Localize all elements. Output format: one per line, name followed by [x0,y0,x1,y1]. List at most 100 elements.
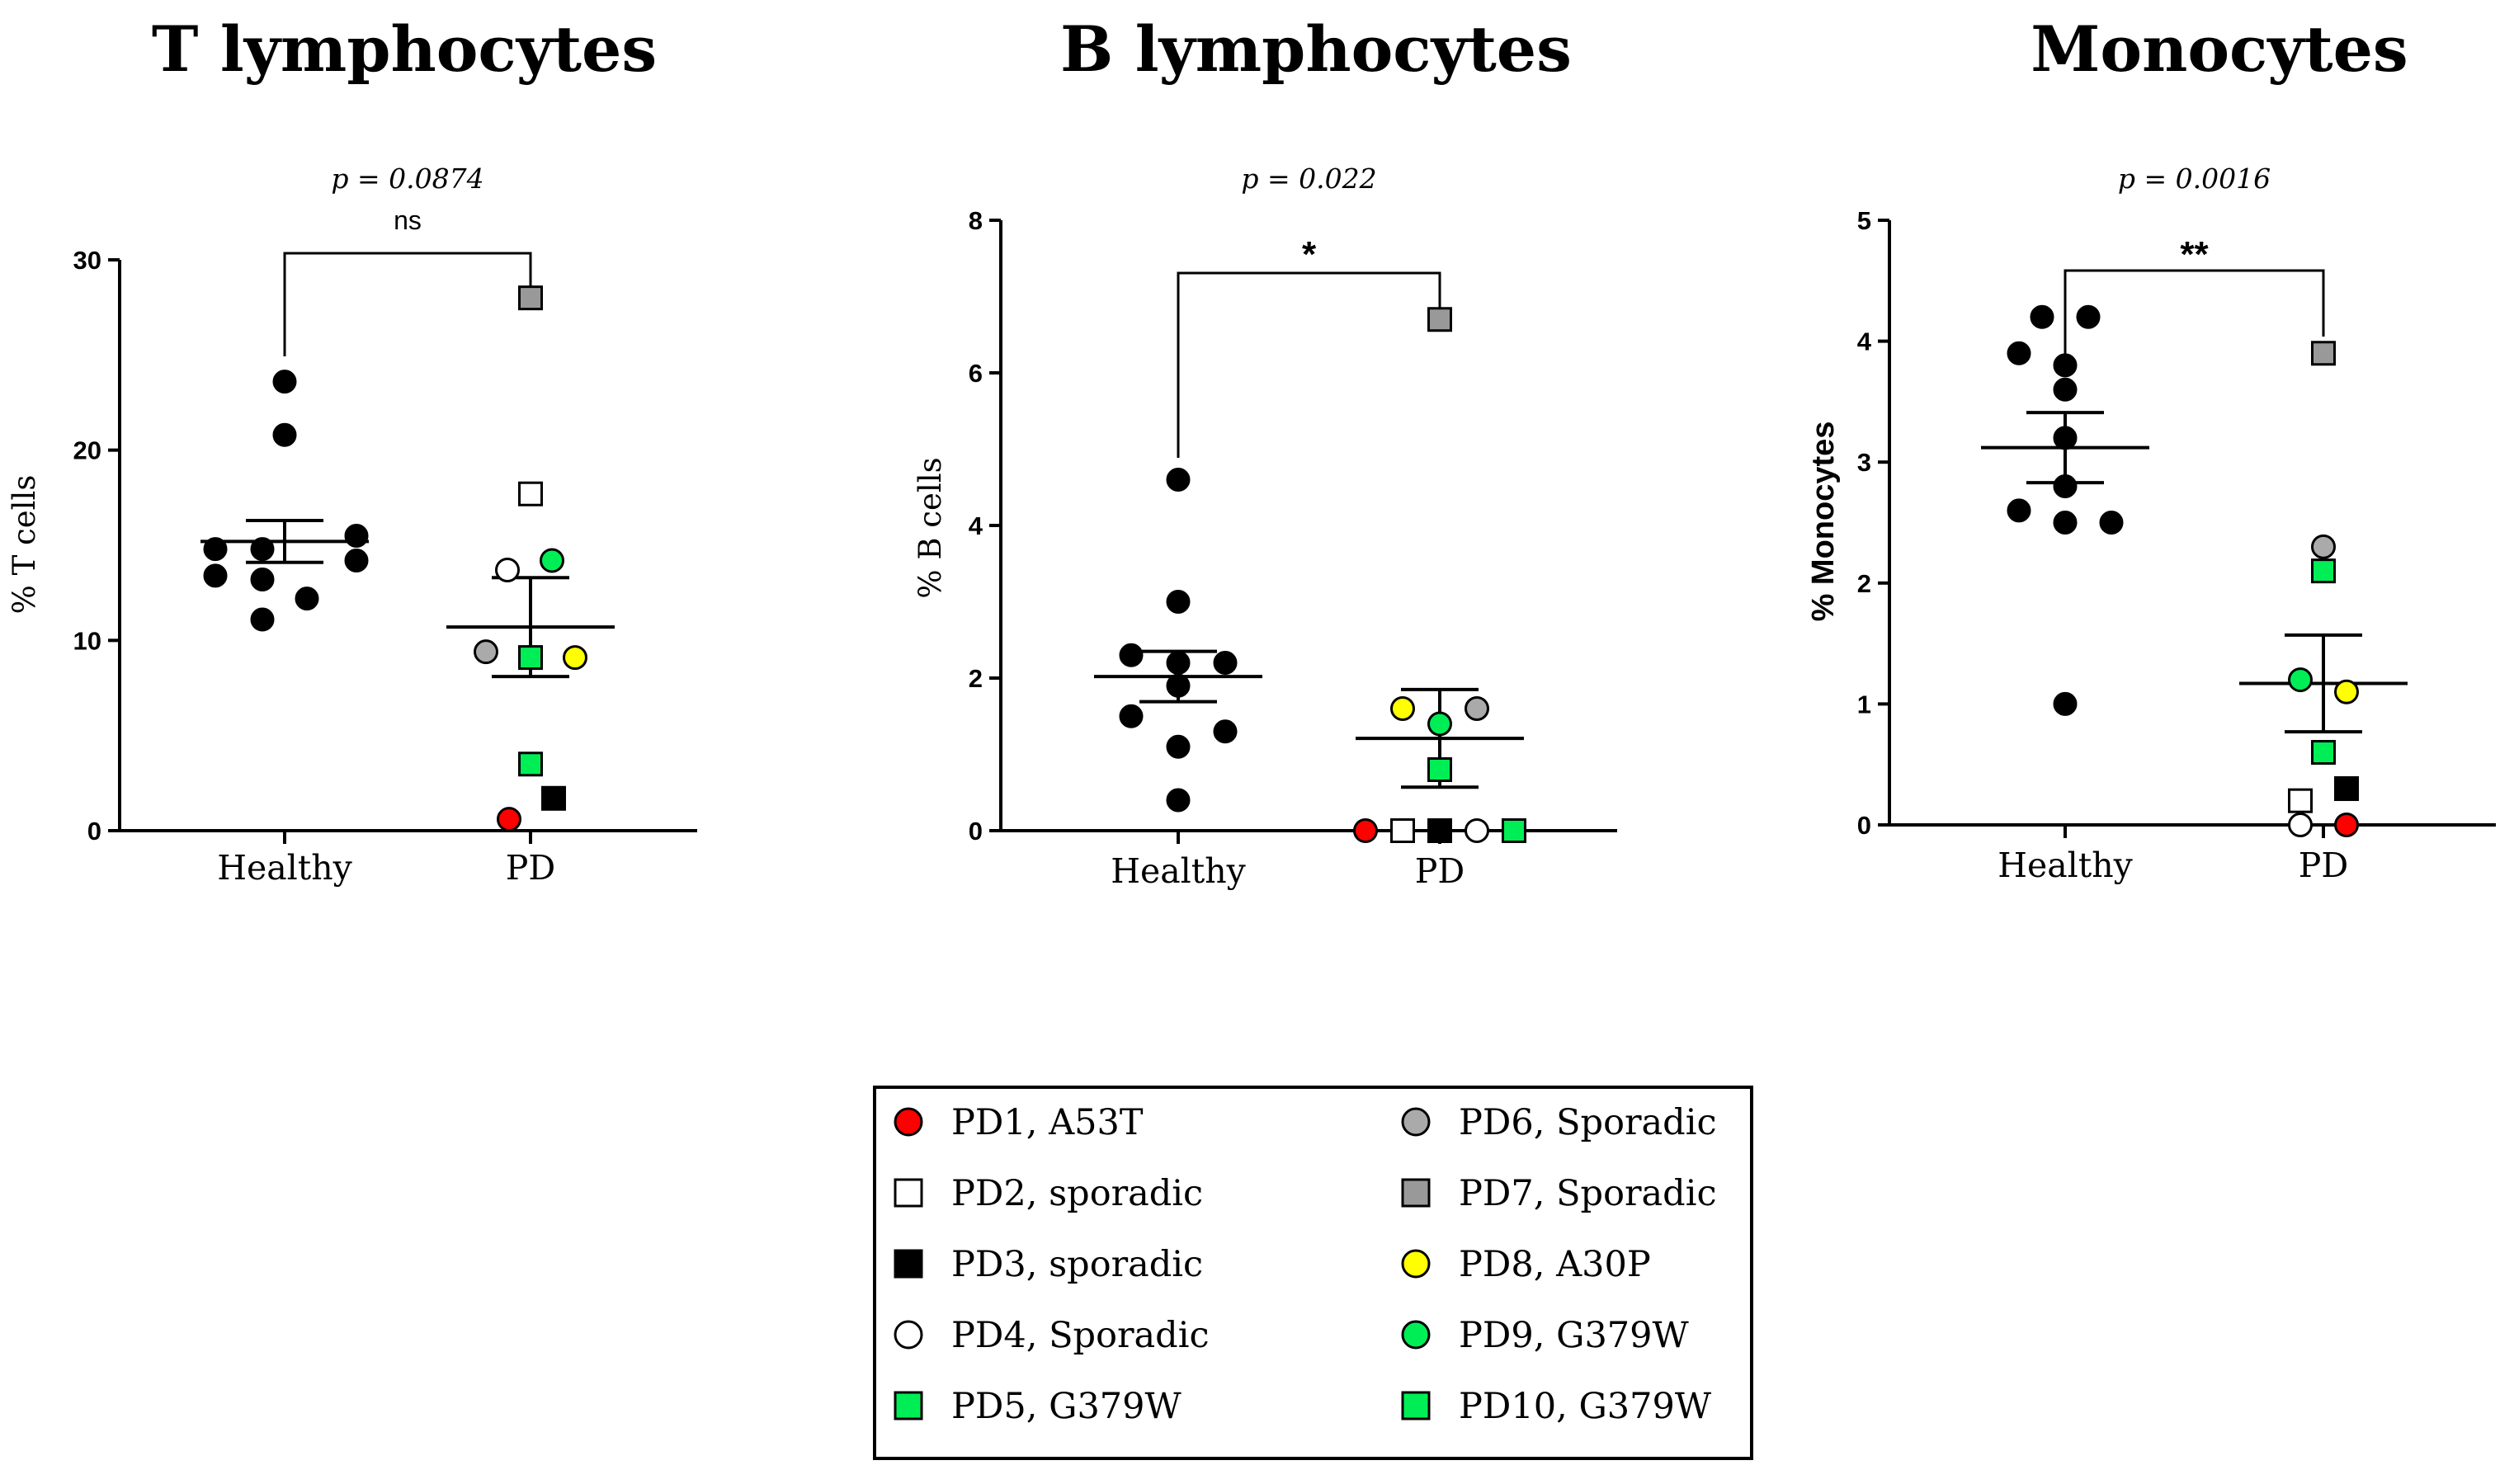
pd-point-pd5 [2311,740,2336,766]
significance-bracket [283,252,532,356]
y-tick-label: 4 [969,511,983,540]
pd-point-pd10 [518,645,543,671]
pd-point-pd3 [2334,776,2359,802]
p-value-label: p = 0.022 [1241,163,1376,195]
pd-point-pd7 [2311,341,2336,366]
panel-title: B lymphocytes [1060,12,1572,86]
significance-bracket [1177,271,1441,458]
pd-point-pd9 [2288,667,2313,693]
y-tick-label: 0 [969,817,983,846]
significance-label: ns [394,205,422,235]
pd-point-pd8 [1390,696,1415,721]
pd-point-pd9 [1427,711,1452,737]
pd-point-pd1 [497,807,521,832]
pd-point-pd6 [2311,534,2336,559]
legend-label-pd9: PD9, G379W [1459,1315,1690,1356]
pd-point-pd4 [2288,813,2313,837]
pd-point-pd6 [1465,696,1489,721]
healthy-point [344,548,369,572]
y-tick-label: 10 [73,626,101,655]
healthy-point [1213,719,1238,744]
y-tick-label: 1 [1857,690,1871,718]
pd-point-pd1 [2334,813,2359,837]
panel-title: Monocytes [2031,12,2408,86]
legend-marker-pd5 [894,1391,923,1420]
healthy-point [1119,704,1144,728]
legend-label-pd2: PD2, sporadic [951,1173,1203,1214]
pd-point-pd2 [2288,788,2313,813]
legend-marker-pd4 [894,1320,923,1350]
legend-label-pd5: PD5, G379W [951,1386,1182,1427]
y-tick-label: 20 [73,436,101,465]
healthy-point [1166,590,1191,614]
panel-title: T lymphocytes [152,12,657,86]
legend-marker-pd9 [1401,1320,1431,1350]
legend-label-pd8: PD8, A30P [1459,1244,1651,1285]
pd-point-pd8 [2334,679,2359,704]
y-tick-label: 0 [87,817,101,846]
healthy-point [1166,734,1191,759]
healthy-point [203,537,228,562]
healthy-point [344,523,369,548]
healthy-point [203,563,228,588]
y-tick-label: 8 [969,206,983,235]
legend-label-pd7: PD7, Sporadic [1459,1173,1717,1214]
legend-marker-pd3 [894,1249,923,1279]
significance-bracket [2064,269,2325,355]
y-tick-label: 30 [73,246,101,275]
pd-point-pd2 [518,481,543,506]
healthy-point [2053,426,2078,450]
healthy-point [1166,673,1191,698]
y-tick-label: 6 [969,359,983,388]
healthy-point [2053,691,2078,716]
pd-point-pd5 [1502,818,1526,843]
y-tick-label: 3 [1857,448,1871,477]
x-tick-label: PD [2299,846,2348,885]
y-tick-label: 4 [1857,327,1872,356]
healthy-point [250,607,275,632]
healthy-point [1166,788,1191,813]
legend-marker-pd1 [894,1107,923,1137]
healthy-point [295,587,319,611]
legend-marker-pd2 [894,1178,923,1208]
x-tick-label: PD [1415,851,1465,891]
pd-point-pd10 [1427,757,1452,782]
pd-point-pd5 [518,751,543,777]
pd-point-pd3 [1427,818,1452,843]
y-tick-label: 2 [969,664,983,693]
healthy-point [272,370,297,394]
legend-marker-pd7 [1401,1178,1431,1208]
healthy-point [250,537,275,562]
x-tick-label: Healthy [1111,851,1246,891]
legend-label-pd10: PD10, G379W [1459,1386,1712,1427]
legend-frame [873,1086,1753,1460]
legend-label-pd4: PD4, Sporadic [951,1315,1210,1356]
legend-marker-pd6 [1401,1107,1431,1137]
healthy-point [2053,511,2078,535]
significance-label: * [1302,234,1317,275]
healthy-point [272,422,297,447]
healthy-point [2053,353,2078,378]
pd-point-pd8 [563,645,587,671]
x-tick-label: PD [506,848,555,888]
legend-label-pd1: PD1, A53T [951,1102,1144,1143]
x-tick-label: Healthy [217,848,352,888]
pd-point-pd9 [540,548,564,573]
healthy-point [1119,643,1144,667]
healthy-point [2099,511,2124,535]
pd-point-pd3 [541,785,566,811]
legend-label-pd3: PD3, sporadic [951,1244,1203,1285]
p-value-label: p = 0.0016 [2118,163,2271,195]
p-value-label: p = 0.0874 [331,163,483,195]
pd-point-pd7 [1427,307,1452,332]
healthy-point [1166,651,1191,675]
pd-point-pd4 [495,557,520,582]
healthy-point [2053,474,2078,499]
x-tick-label: Healthy [1998,846,2133,885]
y-axis-label: % B cells [913,457,948,598]
legend-marker-pd8 [1401,1249,1431,1279]
